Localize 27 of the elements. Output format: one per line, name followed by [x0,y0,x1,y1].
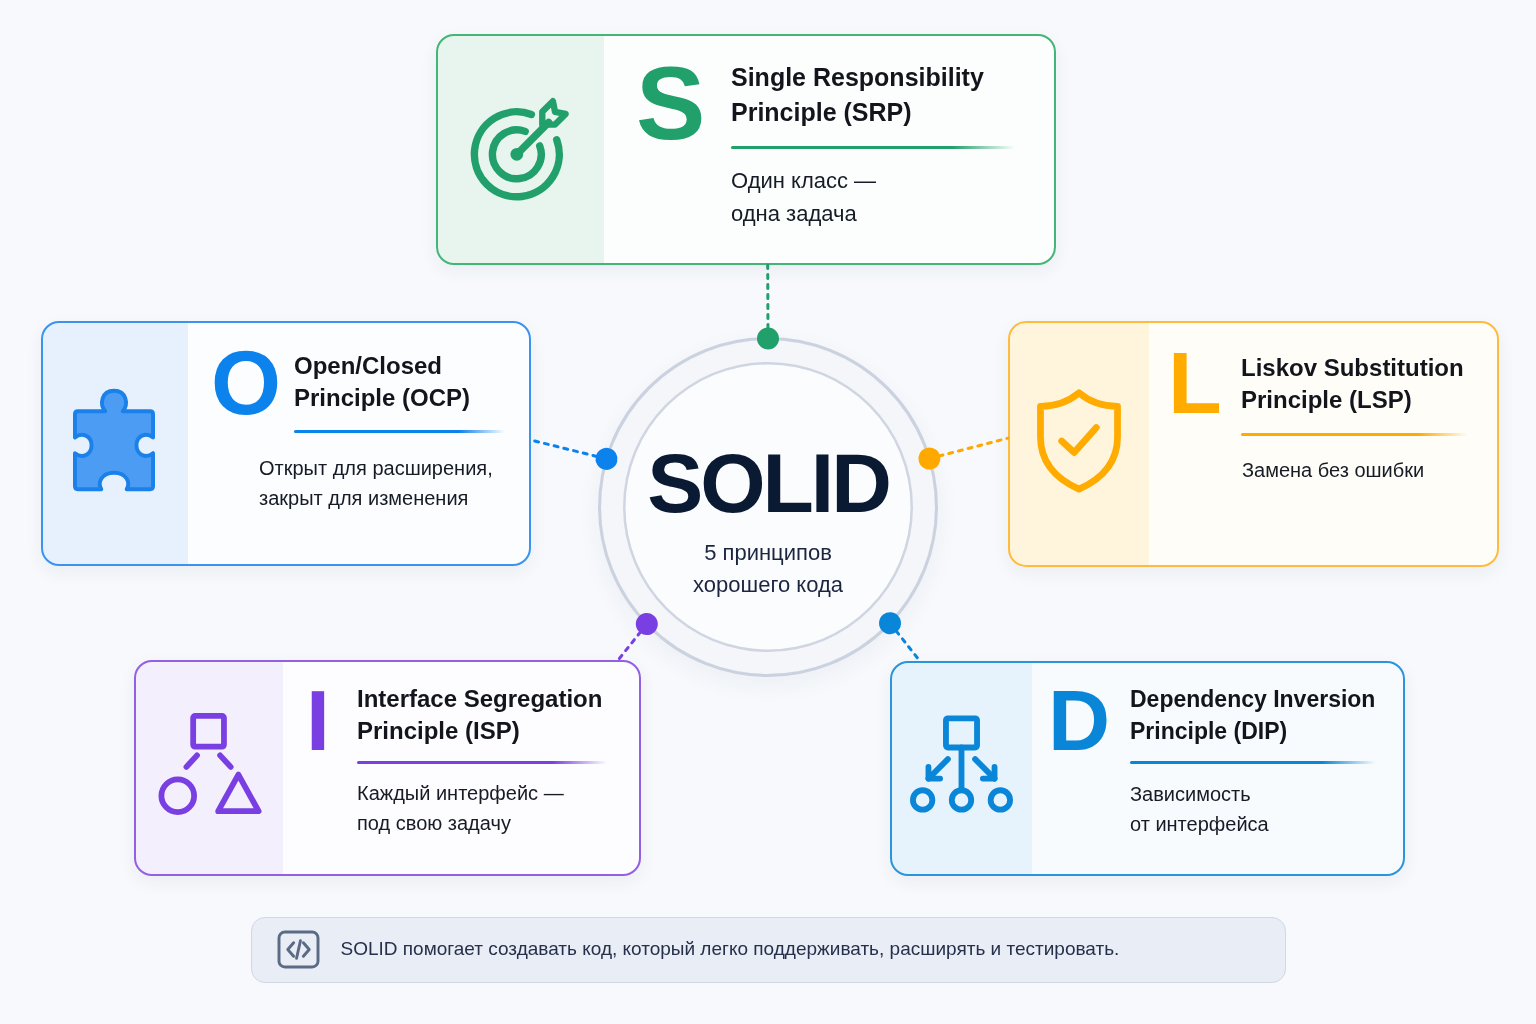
dotted-connector [918,436,1010,470]
principle-description: Открыт для расширения, закрыт для изменения [259,456,494,511]
principle-description: Замена без ошибки [1242,458,1425,483]
principle-title: Open/Closed Principle (OCP) [294,351,472,413]
principle-card [1008,321,1499,567]
footer-note-bar [251,917,1286,983]
principle-letter: S [636,51,706,155]
principle-letter: L [1168,339,1222,427]
principle-card [134,660,641,876]
dotted-connector [616,613,658,662]
hub-title: SOLID [647,441,889,525]
principle-title: Single Responsibility Principle (SRP) [731,62,985,128]
principle-title: Interface Segregation Principle (ISP) [357,684,604,746]
principle-description: Зависимость от интерфейса [1130,782,1270,837]
principle-description: Каждый интерфейс — под свою задачу [357,781,565,836]
principle-letter: O [211,338,281,428]
principle-letter: D [1048,677,1111,763]
principle-title: Liskov Substitution Principle (LSP) [1241,353,1465,415]
principle-title: Dependency Inversion Principle (DIP) [1130,685,1377,746]
principle-card [436,34,1056,265]
principle-card [890,661,1405,876]
hub-subtitle: 5 принципов хорошего кода [692,539,844,599]
principle-description: Один класс — одна задача [731,167,878,228]
dotted-connector [757,263,779,350]
principle-card [41,321,531,566]
principle-letter: I [306,677,330,763]
footer-note: SOLID помогает создавать код, который легко поддерживать, расширять и тестировать. [340,936,1120,961]
